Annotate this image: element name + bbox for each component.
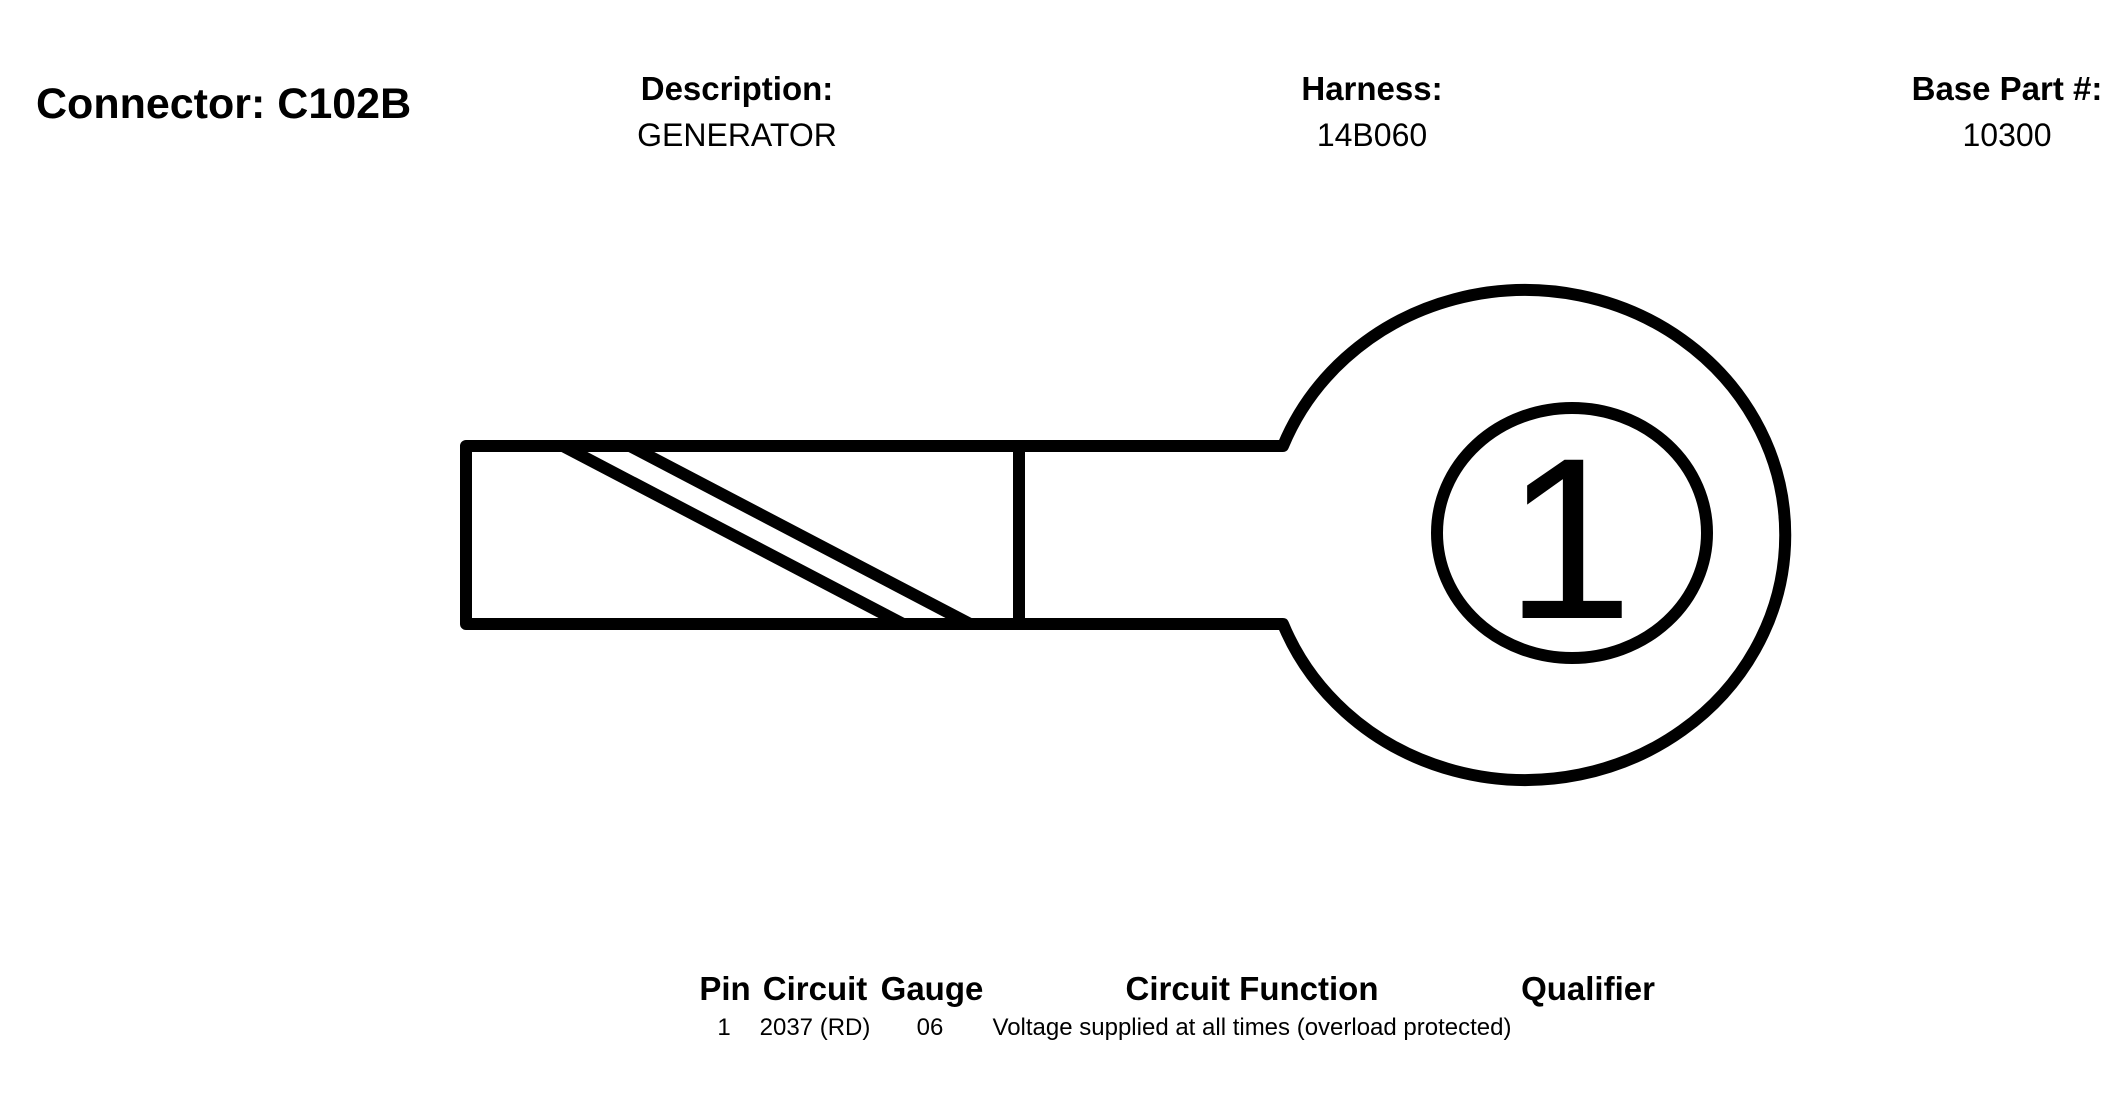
description-value: GENERATOR — [637, 117, 837, 153]
base-part-value: 10300 — [1962, 117, 2052, 153]
terminal-neck-and-ring-outline — [1019, 284, 1792, 786]
crimp-stripe-line-lower — [627, 440, 973, 630]
table-header-qualifier: Qualifier — [1521, 970, 1655, 1007]
connector-title: Connector: C102B — [36, 80, 412, 128]
table-header-circuit-function: Circuit Function — [1125, 970, 1379, 1007]
table-cell-gauge: 06 — [916, 1014, 944, 1041]
table-header-gauge: Gauge — [880, 970, 984, 1007]
harness-block: Harness: 14B060 — [1172, 70, 1572, 154]
table-cell-circuit: 2037 (RD) — [759, 1014, 871, 1041]
table-cell-circuit-function: Voltage supplied at all times (overload … — [992, 1014, 1512, 1041]
harness-value: 14B060 — [1316, 117, 1428, 153]
description-block: Description: GENERATOR — [537, 70, 937, 154]
pin-number-label: 1 — [1505, 410, 1633, 667]
base-part-label: Base Part #: — [1911, 70, 2103, 107]
table-cell-pin: 1 — [717, 1014, 731, 1041]
table-header-circuit: Circuit — [762, 970, 868, 1007]
crimp-stripe-line-upper — [560, 440, 906, 630]
description-label: Description: — [640, 70, 834, 107]
base-part-block: Base Part #: 10300 — [1807, 70, 2122, 154]
harness-label: Harness: — [1301, 70, 1443, 107]
pin-circle — [1431, 402, 1713, 664]
table-header-pin: Pin — [699, 970, 751, 1007]
